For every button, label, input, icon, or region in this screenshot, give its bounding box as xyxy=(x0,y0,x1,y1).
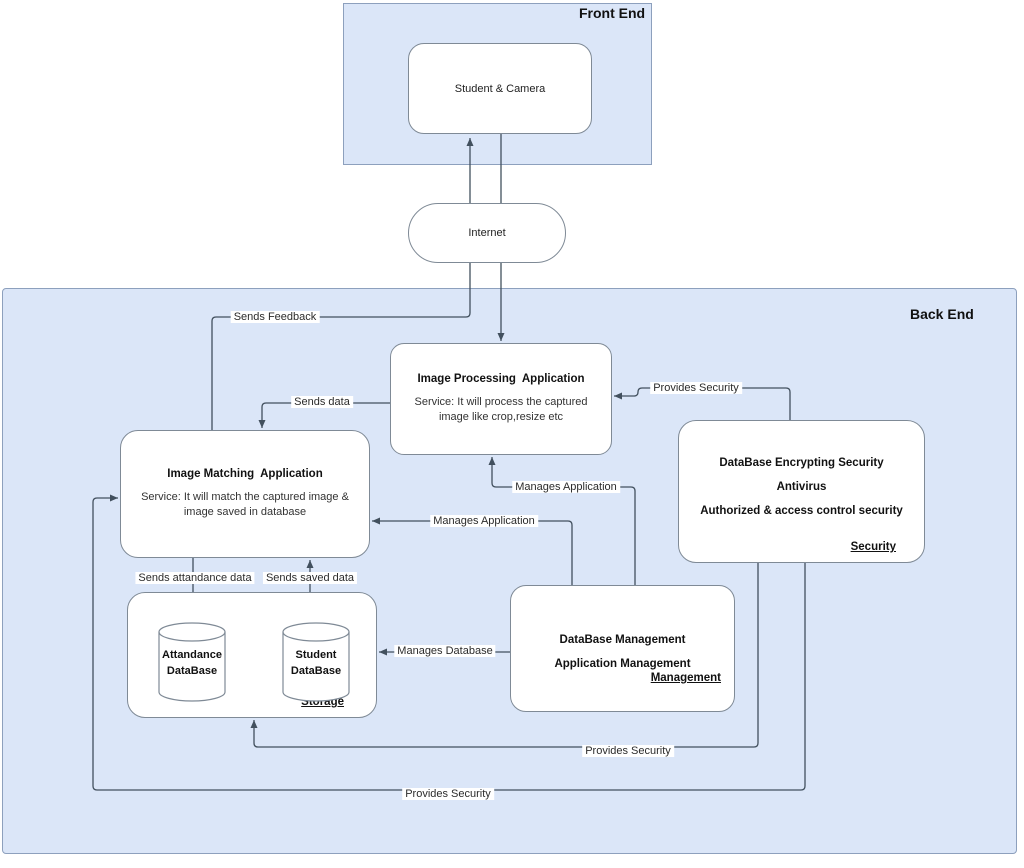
edge-label-sends-saved-data: Sends saved data xyxy=(262,572,358,584)
attandance-db-line1: Attandance xyxy=(162,649,222,661)
image-matching-title: Image Matching Application xyxy=(167,468,323,481)
edge-provides-security-bottom xyxy=(92,494,806,791)
back-end-label: Back End xyxy=(910,306,974,322)
security-line3: Authorized & access control security xyxy=(700,504,903,517)
node-image-processing: Image Processing Application Service: It… xyxy=(390,343,612,455)
security-line2: Antivirus xyxy=(776,480,827,493)
security-corner-label: Security xyxy=(850,541,896,553)
edge-label-manages-application-upper: Manages Application xyxy=(512,481,620,493)
management-line2: Application Management xyxy=(554,657,691,670)
edge-label-sends-data: Sends data xyxy=(291,396,353,408)
edge-provides-security-top xyxy=(614,387,791,420)
image-processing-title: Image Processing Application xyxy=(417,373,585,386)
edge-label-sends-feedback: Sends Feedback xyxy=(230,311,320,323)
node-security: DataBase Encrypting Security Antivirus A… xyxy=(678,420,925,563)
edge-label-provides-security-bottom: Provides Security xyxy=(402,788,494,800)
edge-label-manages-application-lower: Manages Application xyxy=(430,515,538,527)
front-end-label: Front End xyxy=(579,5,646,21)
edge-manages-application-lower xyxy=(372,517,573,585)
node-internet: Internet xyxy=(408,203,566,263)
student-db-line1: Student xyxy=(295,649,337,661)
edge-label-manages-database: Manages Database xyxy=(394,645,496,657)
student-db-line2: DataBase xyxy=(290,664,342,677)
image-processing-body: Service: It will process the captured im… xyxy=(414,396,588,423)
management-line1: DataBase Management xyxy=(559,633,686,646)
student-camera-label: Student & Camera xyxy=(454,82,546,95)
edge-sends-data xyxy=(258,402,390,428)
node-image-matching: Image Matching Application Service: It w… xyxy=(120,430,370,558)
database-cylinder-icon xyxy=(158,622,226,702)
edge-provides-security-middle xyxy=(250,563,759,748)
image-matching-body: Service: It will match the captured imag… xyxy=(141,491,349,518)
database-cylinder-icon xyxy=(282,622,350,702)
edge-label-provides-security-middle: Provides Security xyxy=(582,745,674,757)
edge-label-sends-attandance-data: Sends attandance data xyxy=(135,572,255,584)
attandance-db-line2: DataBase xyxy=(166,664,218,677)
edge-sends-feedback-lower xyxy=(211,263,471,430)
student-database-cylinder: Student DataBase xyxy=(282,622,350,702)
edge-label-provides-security-top: Provides Security xyxy=(650,382,742,394)
node-management: DataBase Management Application Manageme… xyxy=(510,585,735,712)
management-corner-label: Management xyxy=(650,672,721,684)
security-line1: DataBase Encrypting Security xyxy=(719,456,884,469)
node-student-camera: Student & Camera xyxy=(408,43,592,134)
attandance-database-cylinder: Attandance DataBase xyxy=(158,622,226,702)
internet-label: Internet xyxy=(468,227,506,239)
